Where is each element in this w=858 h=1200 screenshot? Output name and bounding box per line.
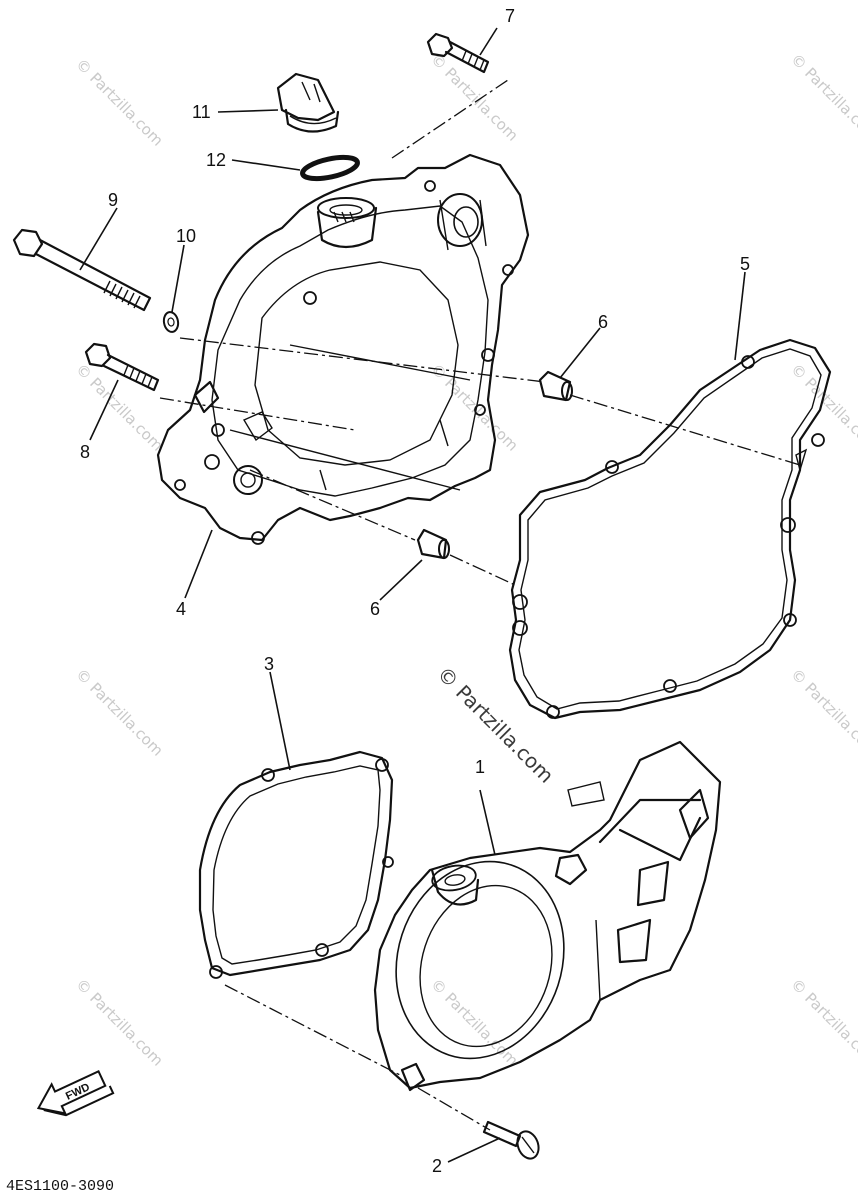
callout-4: 4 xyxy=(176,599,186,619)
callout-6-lower: 6 xyxy=(370,599,380,619)
callout-12: 12 xyxy=(206,150,226,170)
leader-lines xyxy=(79,27,746,1163)
callout-3: 3 xyxy=(264,654,274,674)
o-ring-12 xyxy=(300,154,360,182)
callout-6-upper: 6 xyxy=(598,312,608,332)
bolt-8 xyxy=(84,342,160,392)
callout-1: 1 xyxy=(475,757,485,777)
crankcase-cover-4 xyxy=(156,153,530,545)
alignment-lines xyxy=(159,79,801,1131)
callout-labels: 1 2 3 4 5 6 6 7 8 9 10 11 12 xyxy=(80,6,750,1176)
fwd-arrow-icon: FWD xyxy=(36,1069,115,1117)
washer-10 xyxy=(162,311,180,333)
bolt-7 xyxy=(426,32,490,74)
watermark: © Partzilla.com xyxy=(787,360,858,455)
watermark: © Partzilla.com xyxy=(787,975,858,1070)
watermark: © Partzilla.com xyxy=(427,975,522,1070)
watermark: © Partzilla.com xyxy=(72,975,167,1070)
callout-8: 8 xyxy=(80,442,90,462)
dowel-pin-6-upper xyxy=(538,370,573,402)
bolt-9 xyxy=(12,228,152,312)
callout-7: 7 xyxy=(505,6,515,26)
screw-2 xyxy=(482,1120,540,1160)
cover-1 xyxy=(373,740,722,1092)
drawing-code: 4ES1100-3090 xyxy=(6,1178,114,1195)
dowel-pin-6-lower xyxy=(416,528,450,560)
callout-10: 10 xyxy=(176,226,196,246)
watermark: © Partzilla.com xyxy=(72,55,167,150)
gasket-3 xyxy=(198,750,394,979)
callout-2: 2 xyxy=(432,1156,442,1176)
watermark-center: © Partzilla.com xyxy=(432,662,558,788)
watermarks: © Partzilla.com © Partzilla.com © Partzi… xyxy=(72,50,858,1070)
gasket-5 xyxy=(508,338,832,720)
watermark: © Partzilla.com xyxy=(787,665,858,760)
callout-11: 11 xyxy=(192,102,211,122)
callout-9: 9 xyxy=(108,190,118,210)
filler-plug-11 xyxy=(276,72,340,133)
watermark: © Partzilla.com xyxy=(787,50,858,145)
watermark: © Partzilla.com xyxy=(72,665,167,760)
callout-5: 5 xyxy=(740,254,750,274)
